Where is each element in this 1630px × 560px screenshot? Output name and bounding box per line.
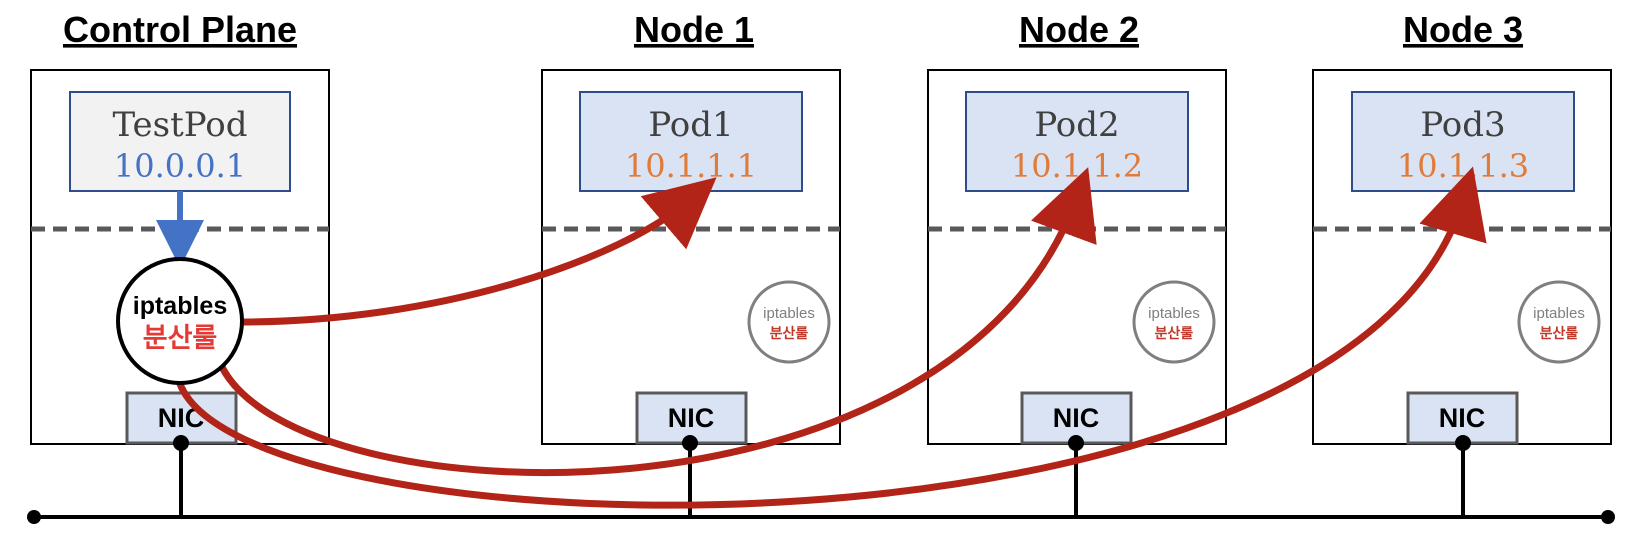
header-node-1: Node 1 [634, 9, 754, 50]
nic-port-control-plane [173, 435, 189, 451]
iptables-node-1: iptables 분산룰 [747, 280, 831, 364]
route-arrow-pod-1 [236, 177, 717, 326]
nic-label: NIC [1439, 403, 1486, 433]
nic-port-node-1 [682, 435, 698, 451]
pod-2-name: Pod2 [1034, 105, 1119, 145]
route-arrow-pod-3 [176, 166, 1487, 509]
nic-node-1[interactable]: NIC [635, 391, 748, 445]
nic-port-node-2 [1068, 435, 1084, 451]
rule-label: 분산룰 [1540, 325, 1579, 342]
pod-1[interactable]: Pod1 10.1.1.1 [579, 91, 803, 192]
iptables-label: iptables [133, 292, 227, 320]
iptables-label: iptables [1148, 305, 1200, 322]
test-pod-name: TestPod [112, 105, 247, 145]
rule-label: 분산룰 [1155, 325, 1194, 342]
iptables-node-2: iptables 분산룰 [1132, 280, 1216, 364]
pod-3-name: Pod3 [1420, 105, 1505, 145]
pod-2-ip: 10.1.1.2 [1011, 147, 1143, 185]
test-pod-ip: 10.0.0.1 [114, 147, 246, 185]
iptables-label: iptables [1533, 305, 1585, 322]
header-node-3: Node 3 [1403, 9, 1523, 50]
iptables-label: iptables [763, 305, 815, 322]
iptables-control-plane[interactable]: iptables 분산룰 [116, 257, 244, 385]
bus-endpoint-right [1601, 510, 1615, 524]
test-pod[interactable]: TestPod 10.0.0.1 [69, 91, 291, 192]
header-node-2: Node 2 [1019, 9, 1139, 50]
pod-2[interactable]: Pod2 10.1.1.2 [965, 91, 1189, 192]
header-control-plane: Control Plane [63, 9, 297, 50]
nic-control-plane[interactable]: NIC [125, 391, 238, 445]
nic-node-3[interactable]: NIC [1406, 391, 1519, 445]
rule-label: 분산룰 [770, 325, 809, 342]
rule-label: 분산룰 [143, 323, 218, 354]
pod-1-ip: 10.1.1.1 [625, 147, 757, 185]
bus-endpoint-left [27, 510, 41, 524]
nic-label: NIC [668, 403, 715, 433]
route-arrow-pod-2 [218, 167, 1097, 477]
nic-port-node-3 [1455, 435, 1471, 451]
pod-1-name: Pod1 [648, 105, 733, 145]
iptables-node-3: iptables 분산룰 [1517, 280, 1601, 364]
pod-3-ip: 10.1.1.3 [1397, 147, 1529, 185]
pod-3[interactable]: Pod3 10.1.1.3 [1351, 91, 1575, 192]
nic-label: NIC [1053, 403, 1100, 433]
